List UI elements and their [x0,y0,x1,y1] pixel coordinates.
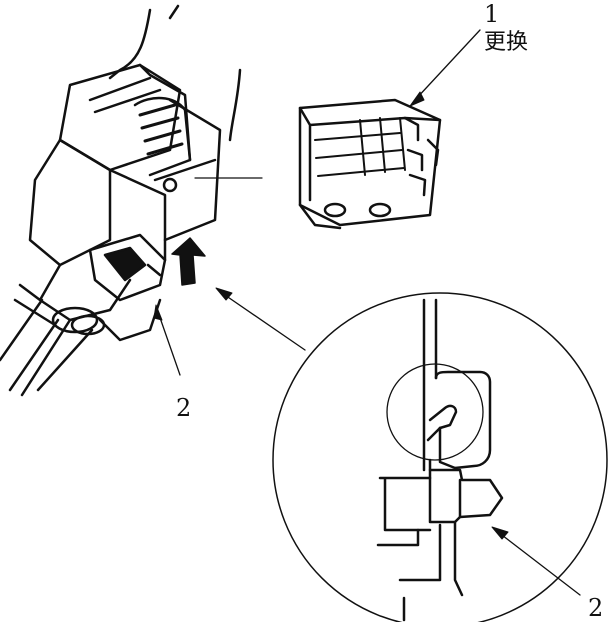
callout-2-left-arrowhead [153,304,163,321]
callout-1-number: 1 [484,0,500,28]
detail-latch [376,298,504,622]
replacement-terminal-retainer [298,98,442,230]
cable-harness [0,4,242,397]
callout-2-right-number: 2 [588,594,604,622]
callout-2-right-leader [497,531,581,596]
callout-2-right-arrowhead [491,526,509,540]
callout-1-leader [414,29,481,101]
detail-pointer-arrowhead [215,287,233,301]
connector-housing [13,63,222,342]
callout-1-text: 更换 [484,30,529,55]
detail-pointer-line [221,292,306,351]
callout-2-left-leader [157,311,181,376]
callout-2-left-number: 2 [176,394,192,422]
callout-1-arrowhead [409,91,425,107]
detail-circle [272,292,608,622]
